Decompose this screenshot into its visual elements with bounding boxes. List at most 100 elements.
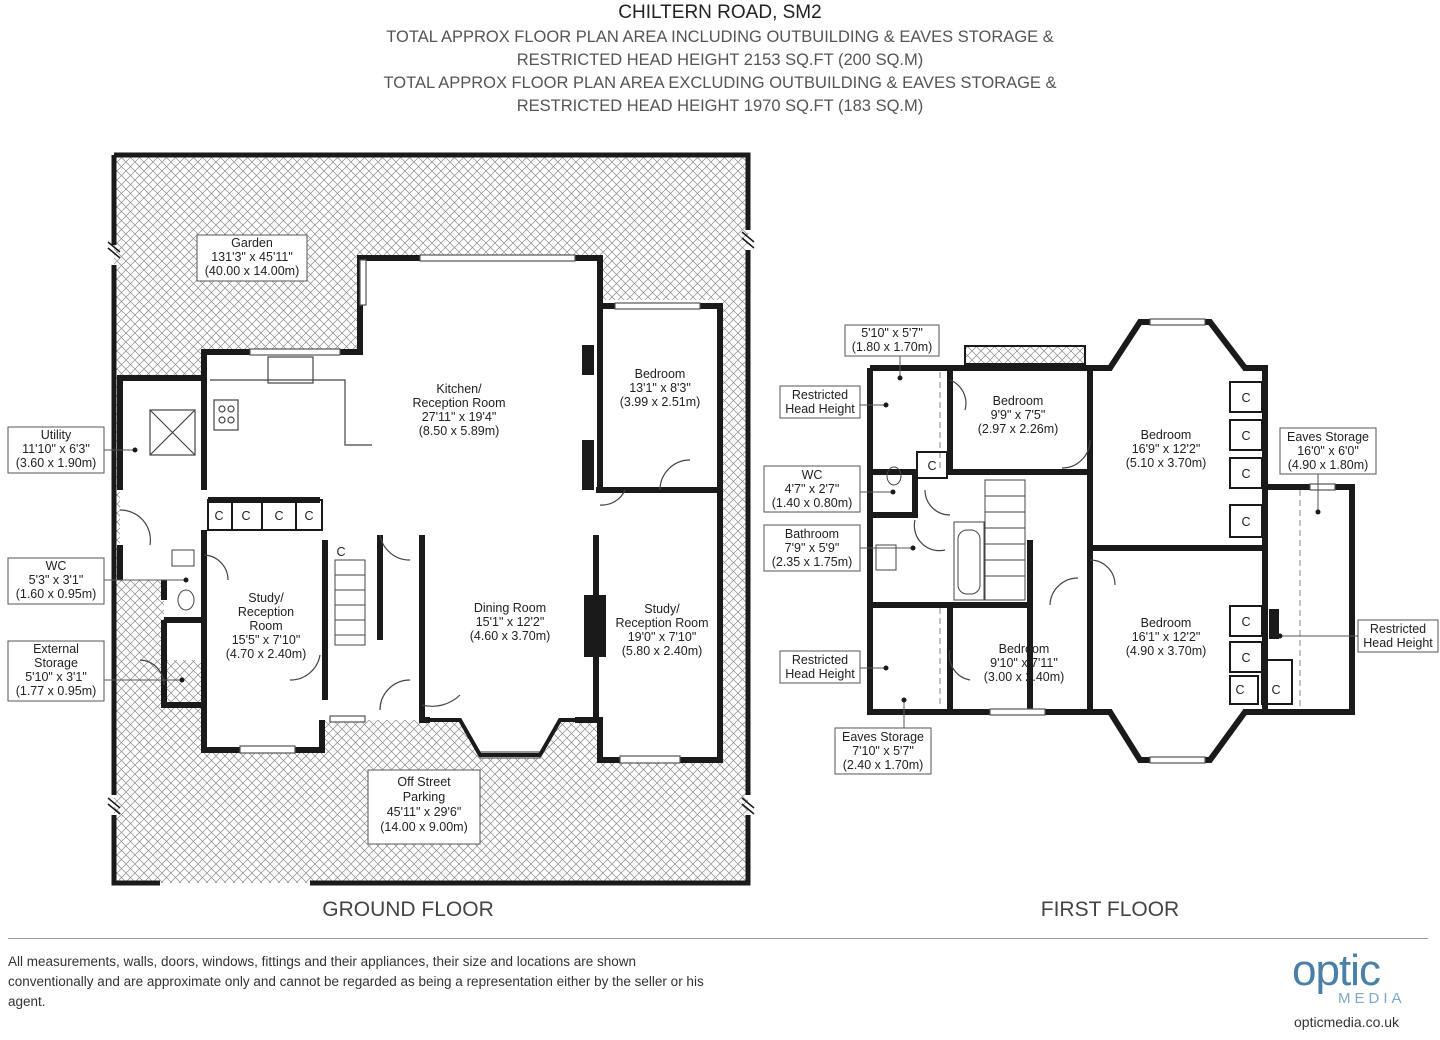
plot-boundary — [111, 152, 751, 886]
utility-size-imperial: 11'10" x 6'3" — [22, 442, 90, 456]
first-floor-fittings — [875, 466, 1026, 601]
ff-bedroom-c-size-metric: (3.00 x 2.40m) — [984, 670, 1065, 684]
gf-bedroom-size-imperial: 13'1" x 8'3" — [629, 381, 691, 395]
area-line-3: TOTAL APPROX FLOOR PLAN AREA EXCLUDING O… — [383, 74, 1057, 92]
ground-wc-fittings — [171, 549, 195, 611]
cupboard-label: C — [1241, 651, 1250, 665]
gf-bedroom-label: Bedroom — [635, 367, 686, 381]
ff-eaves-large-size-imperial: 16'0" x 6'0" — [1297, 444, 1359, 458]
parking-size-metric: (14.00 x 9.00m) — [380, 820, 468, 834]
study1-label-3: Room — [249, 619, 282, 633]
bay-window — [430, 718, 575, 757]
ff-bedroom-d-size-imperial: 16'1" x 12'2" — [1132, 630, 1201, 644]
ff-eaves-bottom-label: Eaves Storage — [842, 730, 924, 744]
area-line-2: RESTRICTED HEAD HEIGHT 2153 SQ.FT (200 S… — [516, 51, 924, 69]
ff-restricted3-label-2: Head Height — [1363, 636, 1433, 650]
ff-bedroom-a-label: Bedroom — [993, 394, 1044, 408]
parking-label-2: Parking — [403, 790, 445, 804]
study2-label: Study/ — [644, 602, 680, 616]
gf-bedroom-size-metric: (3.99 x 2.51m) — [620, 395, 701, 409]
ground-windows — [239, 254, 701, 764]
utility-label: Utility — [41, 428, 72, 442]
floor-plan-drawing: C C C C C Garden 131'3" x 45'11" (40.00 … — [7, 152, 1439, 921]
cupboard-label: C — [1271, 683, 1280, 697]
ground-doors — [119, 459, 691, 711]
cupboard-label: C — [1241, 515, 1250, 529]
first-floor-windows — [989, 318, 1336, 764]
ff-restricted2-label: Restricted — [792, 653, 848, 667]
first-floor-leaders — [860, 356, 1358, 728]
ground-leader-dots — [132, 447, 189, 683]
study1-size-imperial: 15'5" x 7'10" — [232, 633, 301, 647]
study1-label: Study/ — [248, 591, 284, 605]
cupboard-label: C — [241, 509, 250, 523]
ground-cupboards — [207, 499, 323, 531]
ff-wc-size-imperial: 4'7" x 2'7" — [785, 482, 840, 496]
garden-size-metric: (40.00 x 14.00m) — [205, 264, 300, 278]
cupboard-label: C — [927, 459, 936, 473]
first-floor-doors — [913, 379, 1116, 681]
ground-stairs — [334, 559, 366, 646]
study1-label-2: Reception — [238, 605, 294, 619]
cupboard-label: C — [1241, 615, 1250, 629]
first-floor-label-boxes — [763, 324, 1439, 775]
house-footprint — [120, 255, 720, 760]
website-link[interactable]: opticmedia.co.uk — [1294, 1014, 1400, 1030]
ff-restricted3-label: Restricted — [1370, 622, 1426, 636]
ff-bedroom-b-size-imperial: 16'9" x 12'2" — [1132, 442, 1201, 456]
kitchen-size-metric: (8.50 x 5.89m) — [419, 424, 500, 438]
first-floor-leader-dots — [883, 375, 1321, 703]
ff-wc-size-metric: (1.40 x 0.80m) — [772, 496, 853, 510]
cupboard-label: C — [274, 509, 283, 523]
study2-label-2: Reception Room — [615, 616, 708, 630]
gf-wc-size-metric: (1.60 x 0.95m) — [16, 587, 97, 601]
footer-divider — [8, 938, 1428, 939]
ff-eaves-large-size-metric: (4.90 x 1.80m) — [1288, 458, 1369, 472]
cupboard-label: C — [1241, 467, 1250, 481]
logo-wordmark: optic — [1292, 946, 1381, 995]
ff-bedroom-b-size-metric: (5.10 x 3.70m) — [1126, 456, 1207, 470]
first-floor-cupboards — [916, 381, 1293, 705]
ff-wc-label: WC — [802, 468, 823, 482]
cupboard-label: C — [1235, 683, 1244, 697]
ff-bedroom-a-size-imperial: 9'9" x 7'5" — [991, 408, 1046, 422]
ff-bathroom-size-imperial: 7'9" x 5'9" — [785, 541, 840, 555]
cupboard-label: C — [1241, 391, 1250, 405]
ff-bathroom-size-metric: (2.35 x 1.75m) — [772, 555, 853, 569]
ff-eaves-small-size-metric: (1.80 x 1.70m) — [852, 340, 933, 354]
ff-restricted2-label-2: Head Height — [785, 667, 855, 681]
parking-label: Off Street — [397, 775, 451, 789]
ff-bedroom-a-size-metric: (2.97 x 2.26m) — [978, 422, 1059, 436]
ff-bedroom-c-size-imperial: 9'10" x 7'11" — [990, 656, 1058, 670]
ground-label-boxes — [7, 234, 481, 845]
first-floor-label: FIRST FLOOR — [1041, 898, 1179, 921]
ground-leaders — [104, 449, 186, 681]
boundary-breaks — [107, 231, 755, 815]
ff-bedroom-d-size-metric: (4.90 x 3.70m) — [1126, 644, 1207, 658]
study2-size-metric: (5.80 x 2.40m) — [622, 644, 703, 658]
kitchen-size-imperial: 27'11" x 19'4" — [422, 410, 497, 424]
ff-bedroom-b-label: Bedroom — [1141, 428, 1192, 442]
external-storage-label: External — [33, 642, 79, 656]
gf-wc-label: WC — [46, 559, 67, 573]
ff-bedroom-d-label: Bedroom — [1141, 616, 1192, 630]
cupboard-label: C — [304, 509, 313, 523]
cupboard-label: C — [214, 509, 223, 523]
dining-size-metric: (4.60 x 3.70m) — [470, 629, 551, 643]
disclaimer-text: All measurements, walls, doors, windows,… — [8, 954, 704, 1009]
balcony — [964, 345, 1086, 365]
study2-size-imperial: 19'0" x 7'10" — [628, 630, 697, 644]
utility-size-metric: (3.60 x 1.90m) — [16, 456, 97, 470]
ground-floor-plan: C C C C C Garden 131'3" x 45'11" (40.00 … — [7, 152, 755, 921]
kitchen-label: Kitchen/ — [436, 382, 482, 396]
first-floor-plan: C C C C C C C C C 5'10" x 5'7" (1.80 x 1… — [763, 318, 1439, 921]
dining-size-imperial: 15'1" x 12'2" — [476, 615, 545, 629]
garden-label: Garden — [231, 236, 273, 250]
ff-eaves-small-size-imperial: 5'10" x 5'7" — [861, 326, 923, 340]
cupboard-label: C — [336, 545, 345, 559]
optic-media-logo: optic MEDIA — [1292, 946, 1432, 1012]
external-storage-label-2: Storage — [34, 656, 78, 670]
external-storage-size-imperial: 5'10" x 3'1" — [25, 670, 87, 684]
kitchen-units — [149, 356, 372, 456]
first-floor-walls — [867, 319, 1355, 763]
